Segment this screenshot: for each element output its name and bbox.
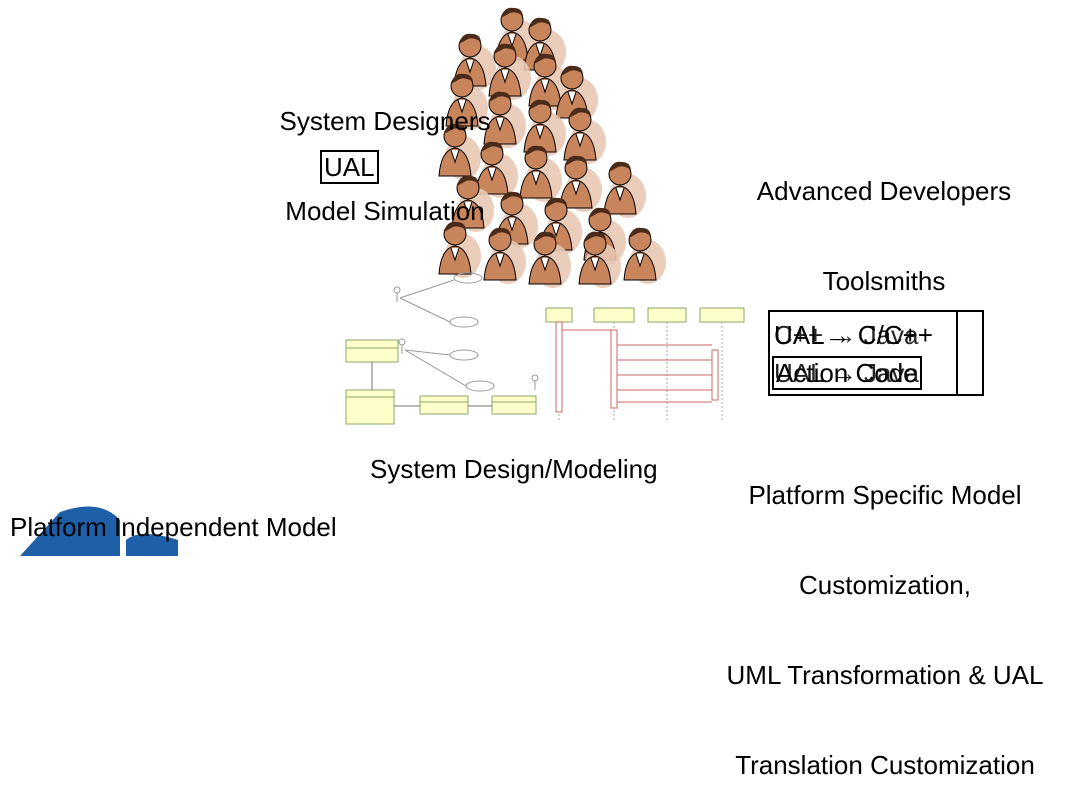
sequence-diagram <box>545 307 745 420</box>
code-box-row1: UAL→ C/C++ <box>774 320 933 350</box>
developers-line2: Toolsmiths <box>822 266 946 296</box>
code-box-row2: Action Code <box>776 358 918 388</box>
designers-line2: Model Simulation <box>285 196 485 226</box>
developers-line1: Advanced Developers <box>756 176 1012 206</box>
pim-label: Platform Independent Model <box>10 512 337 542</box>
designers-label: System Designers Model Simulation <box>254 46 516 256</box>
psm-line2: Customization, <box>799 570 971 600</box>
psm-line1: Platform Specific Model <box>748 480 1022 510</box>
use-case-diagram <box>393 272 539 392</box>
class-diagram <box>345 339 537 425</box>
designers-line1: System Designers <box>279 106 491 136</box>
psm-label: Platform Specific Model Customization, U… <box>688 420 1082 810</box>
code-box-row1-overlap: C++ → Java <box>774 320 919 350</box>
psm-line3: UML Transformation & UAL <box>726 660 1044 690</box>
logo-icon <box>20 506 178 556</box>
code-box-row2-overlap: UAL → Java <box>774 358 919 388</box>
code-box: UAL→ C/C++ C++ → Java Action Code UAL → … <box>768 310 984 396</box>
developers-label: Advanced Developers Toolsmiths <box>714 116 1054 326</box>
ual-box: UAL <box>320 150 379 184</box>
psm-line4: Translation Customization <box>735 750 1035 780</box>
diagram-illustration <box>20 7 745 556</box>
system-design-label: System Design/Modeling <box>370 454 658 484</box>
